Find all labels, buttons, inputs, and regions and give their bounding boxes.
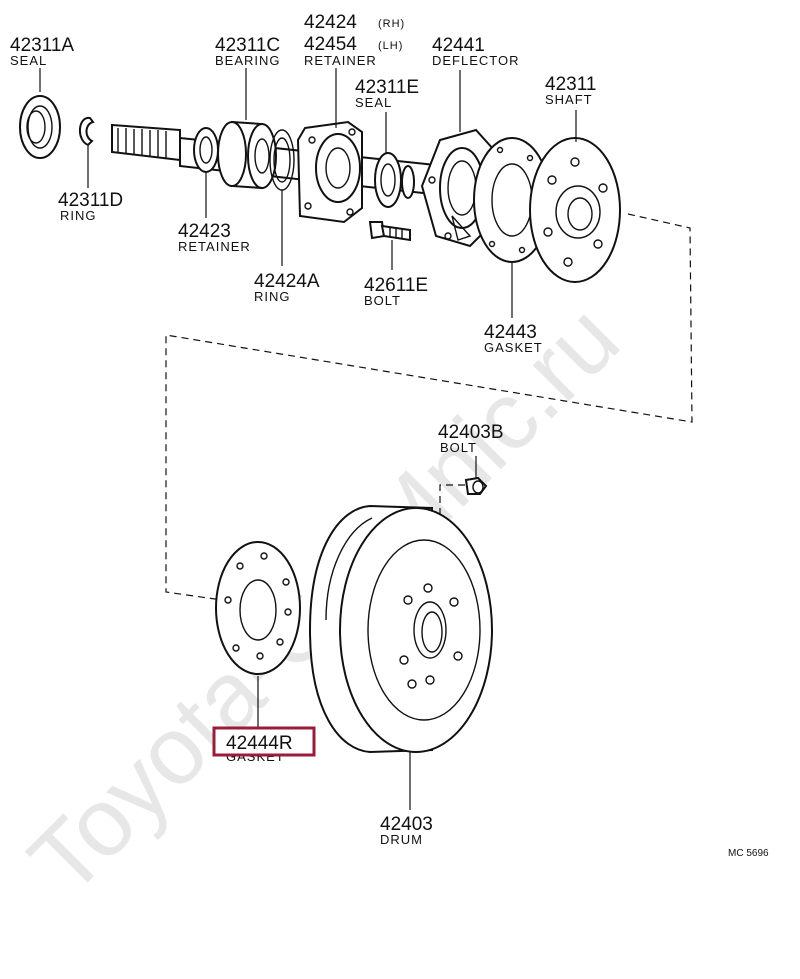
label-42403b: 42403B BOLT — [438, 422, 504, 455]
part-number-42611e: 42611E — [364, 275, 428, 296]
part-name-42311c: BEARING — [215, 53, 281, 68]
part-number-42311a: 42311A — [10, 35, 74, 56]
part-number-42454: 42454 — [304, 34, 357, 55]
label-42423: 42423 RETAINER — [178, 221, 251, 254]
part-number-42444r[interactable]: 42444R — [226, 733, 293, 754]
part-name-42311a: SEAL — [10, 53, 47, 68]
part-number-42311d: 42311D — [58, 190, 123, 211]
label-42611e: 42611E BOLT — [364, 275, 428, 308]
part-name-42311e: SEAL — [355, 95, 392, 110]
part-name-42403: DRUM — [380, 832, 423, 847]
label-42443: 42443 GASKET — [484, 322, 543, 355]
bolt-42611e-drawing — [368, 221, 411, 242]
part-name-42611e: BOLT — [364, 293, 401, 308]
label-42311d: 42311D RING — [58, 190, 123, 223]
part-number-42403: 42403 — [380, 814, 433, 835]
label-42441: 42441 DEFLECTOR — [432, 35, 520, 68]
part-number-42424a: 42424A — [254, 271, 320, 292]
label-42311: 42311 SHAFT — [545, 74, 596, 107]
part-number-42423: 42423 — [178, 221, 231, 242]
label-42424a: 42424A RING — [254, 271, 320, 304]
bolt-42403b-drawing — [464, 476, 488, 495]
label-42444r[interactable]: GASKET 42444R — [212, 726, 316, 764]
side-lh: (LH) — [378, 40, 403, 52]
seal-42311a-drawing — [19, 95, 61, 159]
label-42311c: 42311C BEARING — [215, 35, 281, 68]
part-number-42311c: 42311C — [215, 35, 280, 56]
label-42311e: 42311E SEAL — [355, 77, 419, 110]
part-number-42311e: 42311E — [355, 77, 419, 98]
ring-42311d-drawing — [79, 116, 95, 147]
label-42403: 42403 DRUM — [380, 814, 433, 847]
diagram-code: MC 5696 — [728, 848, 769, 859]
part-name-42423: RETAINER — [178, 239, 251, 254]
part-name-42454: RETAINER — [304, 53, 377, 68]
part-name-42403b: BOLT — [440, 440, 477, 455]
part-number-42443: 42443 — [484, 322, 537, 343]
part-number-42403b: 42403B — [438, 422, 504, 443]
highlight-fill — [214, 728, 314, 755]
part-number-42311: 42311 — [545, 74, 596, 95]
highlight-box — [212, 726, 316, 757]
brake-drum-42403-drawing — [308, 504, 493, 754]
gasket-42444r-drawing — [215, 541, 301, 675]
label-42424-42454: 42424 (RH) 42454 (LH) RETAINER — [304, 12, 405, 68]
axle-shaft-drawing — [111, 120, 621, 283]
part-name-42443: GASKET — [484, 340, 543, 355]
part-name-42441: DEFLECTOR — [432, 53, 520, 68]
part-number-42424: 42424 — [304, 12, 357, 33]
leader-lines — [39, 68, 577, 810]
side-rh: (RH) — [378, 18, 405, 30]
part-name-42424a: RING — [254, 289, 291, 304]
part-name-42311d: RING — [60, 208, 97, 223]
assembly-dashed-line — [165, 213, 693, 601]
part-number-42441: 42441 — [432, 35, 485, 56]
label-42311a: 42311A SEAL — [10, 35, 74, 68]
part-name-42311: SHAFT — [545, 92, 593, 107]
